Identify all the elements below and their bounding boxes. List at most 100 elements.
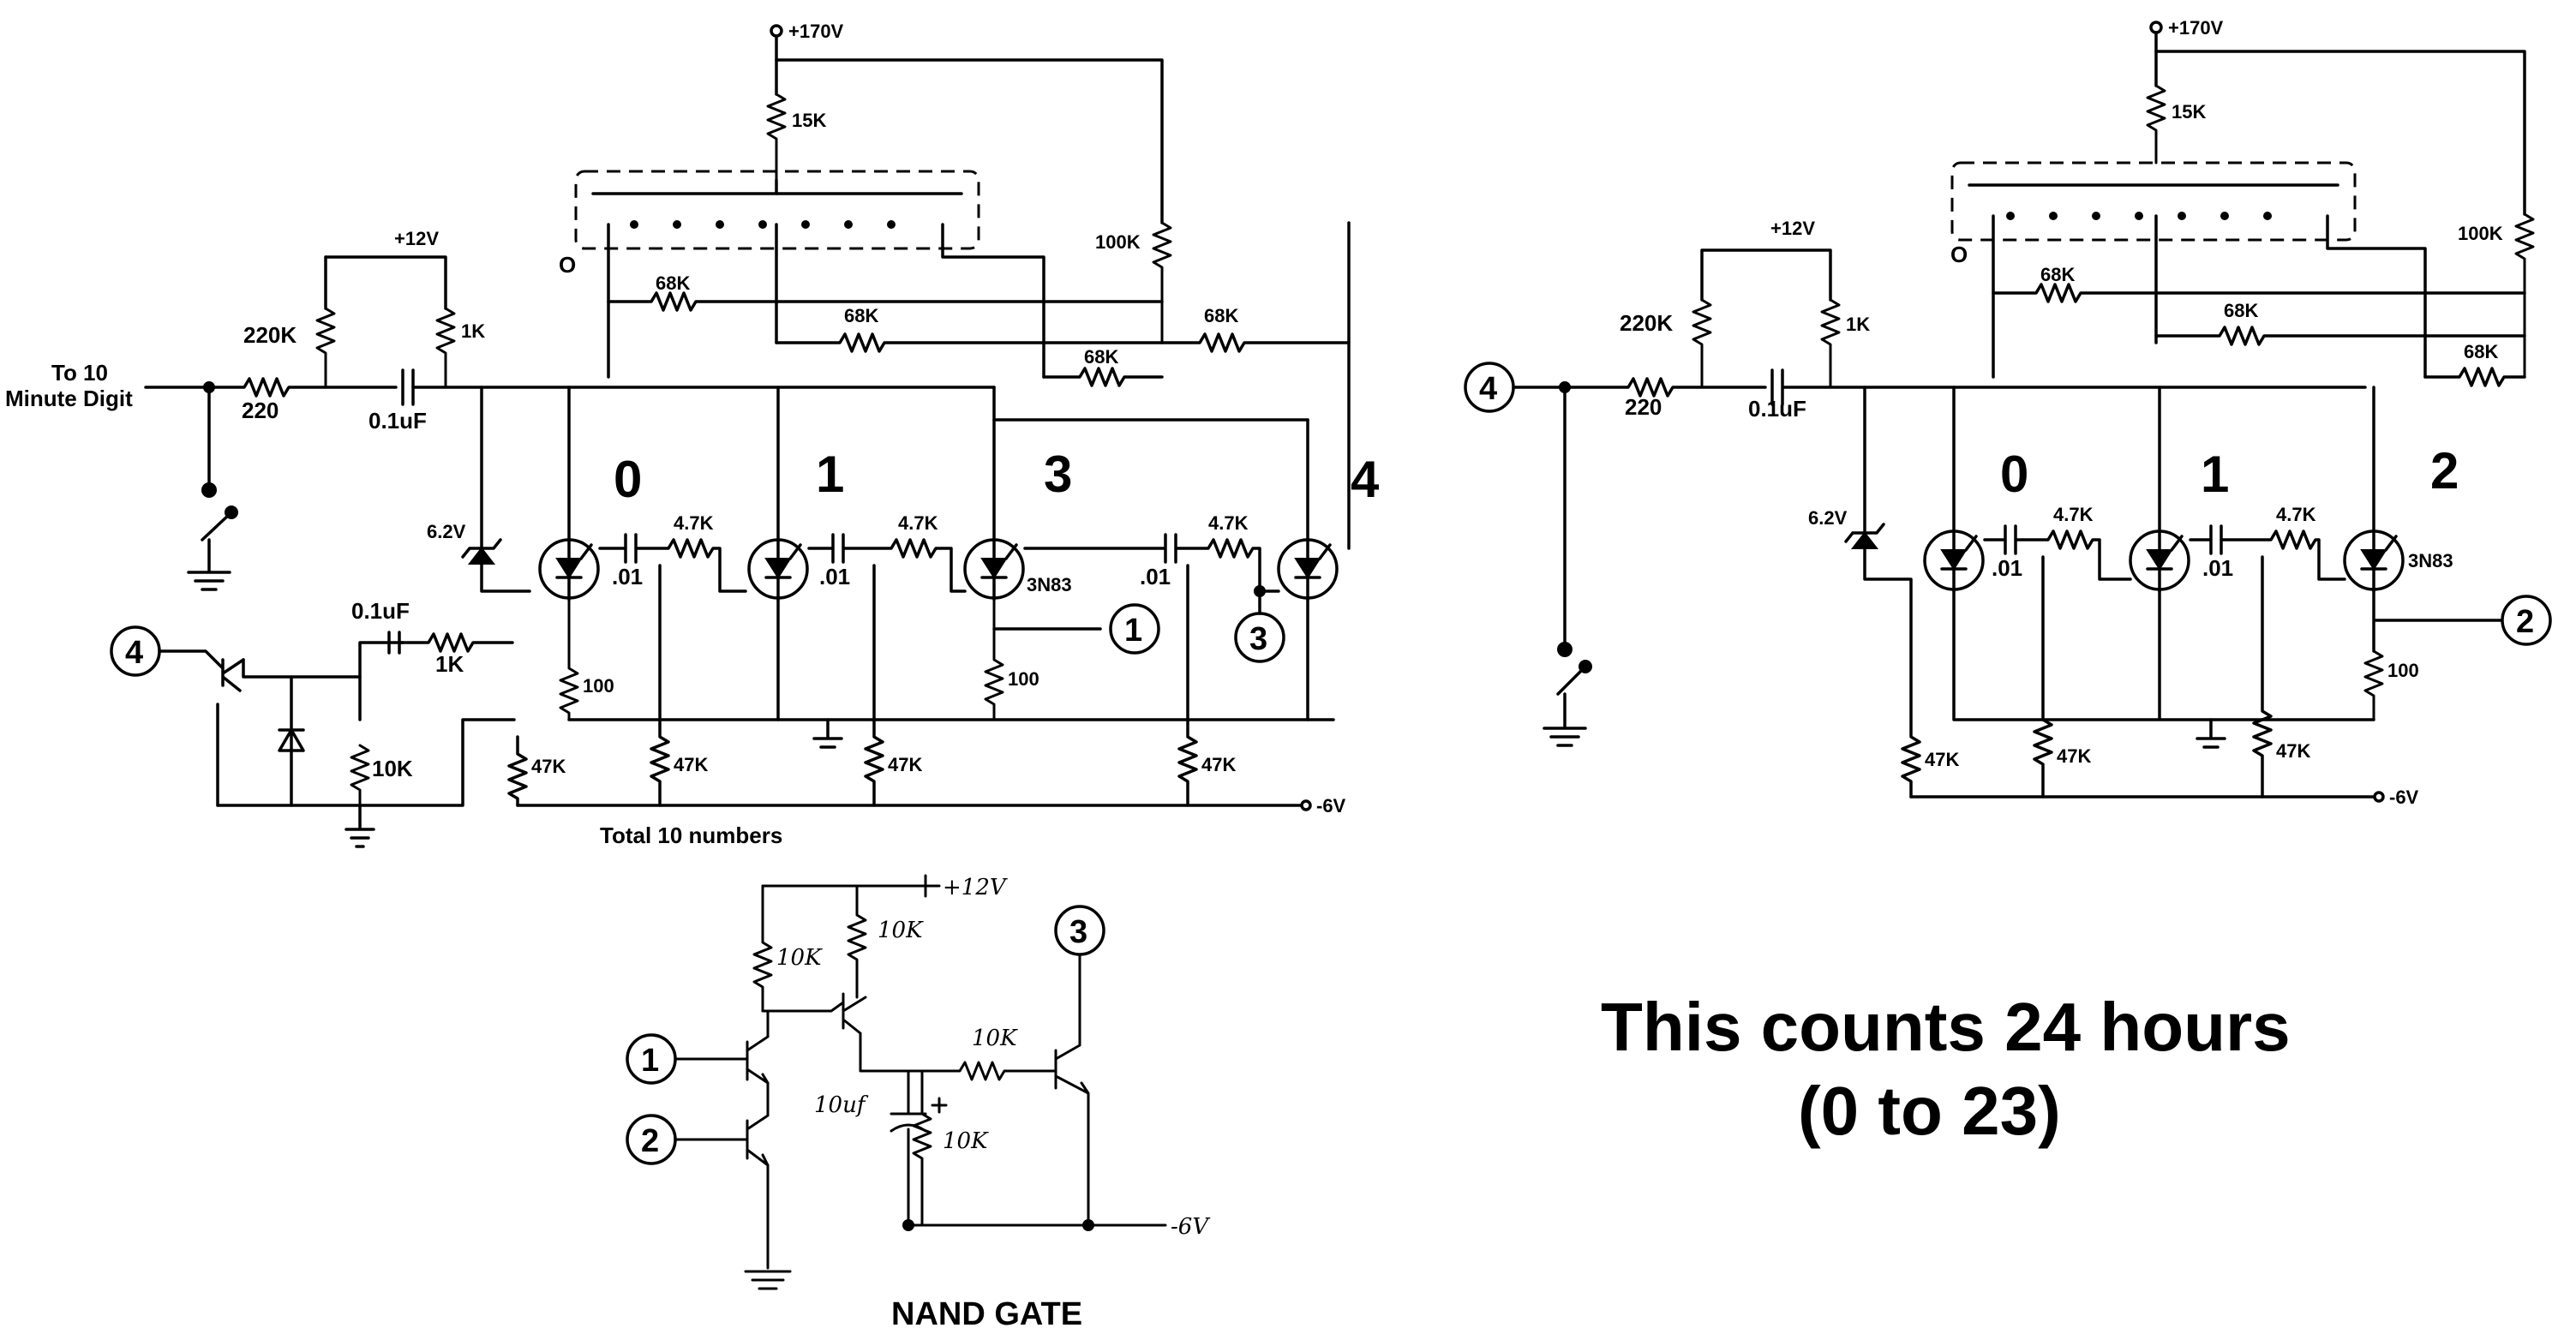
- left-100-resistor-b: [984, 598, 1004, 721]
- right-170v-bus: [2154, 50, 2526, 216]
- right-minus6-label: -6V: [2389, 787, 2419, 808]
- left-220k-label: 220K: [243, 322, 297, 348]
- left-circuit: +170V 15K 100K O 68K 68K: [5, 21, 1380, 848]
- right-15k-resistor: [2146, 84, 2166, 165]
- left-minus6-terminal: [1300, 799, 1312, 811]
- right-node-4-label: 4: [1479, 371, 1497, 407]
- left-10k-label: 10K: [372, 756, 413, 781]
- left-12v-label: +12V: [394, 228, 439, 249]
- nand-10k-label-c: 10K: [943, 1128, 989, 1154]
- left-10k-resistor: [350, 744, 370, 807]
- left-scr-3: [963, 538, 1025, 601]
- left-c01-label-c: .01: [1140, 564, 1171, 589]
- left-47k-label-d-text: 47K: [1201, 754, 1236, 775]
- left-1k-resistor: [435, 307, 456, 387]
- right-47k-label-b: 4.7K: [2276, 504, 2316, 525]
- nand-10uf-label: 10uf: [814, 1092, 869, 1118]
- left-input-transistor: [158, 649, 245, 807]
- right-c01-label-b: .01: [2202, 555, 2233, 581]
- left-digit-1: 1: [816, 446, 844, 503]
- right-digit-0: 0: [2000, 446, 2028, 503]
- right-1k-resistor: [1820, 298, 1841, 389]
- left-47k-label-b-text: 47K: [674, 754, 708, 775]
- caption-line-1: This counts 24 hours: [1601, 989, 2291, 1065]
- right-scr-2: [2343, 529, 2405, 593]
- left-gate-feeds: [567, 386, 1309, 541]
- left-input-bottom-bus: [216, 718, 516, 807]
- right-mid-ground-icon: [2196, 718, 2226, 749]
- nand-10k-label-a: 10K: [776, 945, 823, 971]
- left-1k-label: 1K: [461, 320, 485, 342]
- nand-node-1-label: 1: [641, 1043, 659, 1079]
- left-switch-knob: [225, 505, 238, 519]
- left-input-ground-icon: [344, 804, 375, 848]
- left-15k-resistor: [766, 93, 787, 182]
- left-01uf-label: 0.1uF: [368, 408, 427, 434]
- left-switch-ground-icon: [187, 538, 231, 591]
- left-c01-label-a: .01: [612, 564, 643, 589]
- left-digit-3: 3: [1044, 446, 1072, 503]
- right-nixie-pins: [2006, 212, 2272, 220]
- nand-10k-label-d: 10K: [972, 1026, 1018, 1051]
- right-digit-2: 2: [2430, 442, 2459, 500]
- left-47k-resistor-d: [1177, 564, 1198, 807]
- nand-10k-label-b: 10K: [878, 918, 924, 943]
- right-zener-icon: [1850, 531, 1879, 549]
- right-47k-label-c-text: 47K: [2276, 740, 2310, 762]
- left-zener-to-bus: [480, 562, 531, 593]
- right-12v-bus: [1700, 248, 1832, 302]
- right-100-label: 100: [2387, 660, 2419, 681]
- left-minus6-label: -6V: [1316, 795, 1346, 817]
- left-node-3-label: 3: [1249, 621, 1267, 657]
- right-220k-label: 220K: [1620, 310, 1673, 336]
- right-switch-contact: [1557, 642, 1573, 657]
- left-68k-label-a: 68K: [656, 272, 690, 294]
- right-47k-label-a: 4.7K: [2053, 504, 2094, 525]
- nand-10k-resistor-c: [912, 1069, 932, 1227]
- nand-10k-resistor-b: [847, 884, 867, 987]
- left-cathode-3: [941, 223, 1045, 379]
- left-input-diode-icon: [278, 675, 305, 807]
- nand-node-3-label: 3: [1069, 914, 1087, 950]
- nand-input-transistor-1: [674, 1009, 770, 1085]
- right-47k-label-b-text: 47K: [2057, 745, 2091, 767]
- left-switch-lever: [201, 512, 231, 541]
- left-170v-label: +170V: [788, 21, 844, 42]
- right-68k-label-c: 68K: [2464, 341, 2498, 362]
- left-170v-bus: [775, 58, 1164, 224]
- left-68k-resistor-c: [1160, 332, 1351, 353]
- right-node-2-label: 2: [2516, 604, 2534, 640]
- nand-output-transistor: [1054, 984, 1090, 1227]
- left-zener-icon: [467, 547, 496, 565]
- nand-supply-label: +12V: [943, 875, 1008, 900]
- left-47k-label-c: 4.7K: [1208, 512, 1249, 534]
- right-digit-1: 1: [2201, 446, 2229, 503]
- left-100-label-b: 100: [1008, 668, 1039, 690]
- left-scr-0: [538, 538, 600, 601]
- left-scr-part-label: 3N83: [1027, 574, 1072, 595]
- left-68k-label-d: 68K: [1084, 346, 1118, 368]
- left-170v-terminal: [770, 24, 783, 38]
- right-minus6-terminal: [2373, 791, 2385, 803]
- left-47k-resistor-a: [507, 735, 528, 807]
- right-cathode-bus: [1952, 589, 2375, 721]
- left-input-1k-label: 1K: [435, 651, 464, 677]
- left-nixie-tube: [574, 170, 980, 250]
- left-220-label: 220: [242, 398, 279, 423]
- left-68k-resistor-a: [607, 291, 1164, 312]
- right-switch-knob: [1579, 660, 1592, 673]
- left-mid-ground-icon: [812, 718, 843, 749]
- right-170v-label: +170V: [2168, 17, 2224, 39]
- left-47k-label-c-text: 47K: [888, 754, 922, 775]
- right-100-resistor: [2363, 649, 2384, 721]
- nand-ground-icon: [744, 1164, 792, 1290]
- left-100k-resistor: [1152, 221, 1172, 344]
- right-tube-zero-label: O: [1950, 242, 1968, 267]
- left-47k-label-a-text: 47K: [531, 756, 566, 777]
- left-cathode-drops: [776, 598, 1309, 721]
- left-47k-label-a: 4.7K: [674, 512, 714, 534]
- right-scr-part-label: 3N83: [2408, 550, 2453, 571]
- right-100k-resistor: [2514, 212, 2535, 379]
- left-100-resistor-a: [559, 598, 579, 721]
- left-node-4-label: 4: [125, 635, 143, 671]
